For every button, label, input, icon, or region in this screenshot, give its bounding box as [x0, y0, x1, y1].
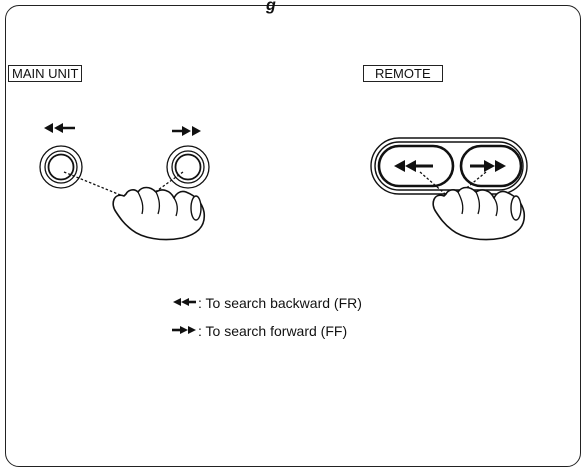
main-rewind-button[interactable]: [39, 145, 83, 189]
legend-rewind-icon: [173, 298, 196, 306]
main-forward-button[interactable]: [166, 145, 210, 189]
main-hand-icon: [112, 186, 206, 241]
legend-item-backward: : To search backward (FR): [172, 295, 362, 311]
remote-hand-icon: [432, 186, 526, 241]
remote-forward-button[interactable]: [459, 144, 523, 188]
legend-text-backward: : To search backward (FR): [198, 295, 362, 311]
remote-rewind-button[interactable]: [377, 144, 455, 188]
diagram-illustration: [39, 123, 528, 334]
main-unit-label: MAIN UNIT: [8, 65, 83, 82]
remote-label: REMOTE: [363, 65, 443, 82]
main-forward-symbol: [172, 126, 201, 136]
legend-item-forward: : To search forward (FF): [172, 323, 347, 339]
legend-text-forward: : To search forward (FF): [198, 323, 348, 339]
main-rewind-symbol: [44, 123, 75, 133]
legend-forward-icon: [172, 326, 196, 334]
title-fragment: g: [266, 0, 277, 14]
